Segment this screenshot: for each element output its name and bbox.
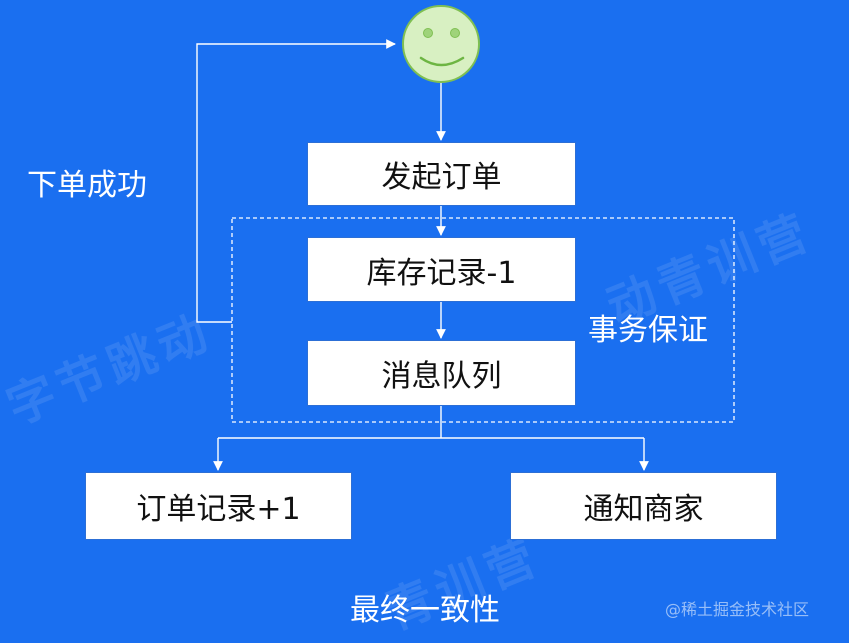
- transaction-boundary: [231, 217, 735, 423]
- node-notify-merchant: 通知商家: [510, 472, 777, 540]
- node-notify-merchant-label: 通知商家: [583, 492, 704, 527]
- node-message-queue-label: 消息队列: [381, 359, 502, 394]
- label-eventual-consistency: 最终一致性: [350, 593, 500, 628]
- label-transaction-guarantee: 事务保证: [588, 313, 708, 348]
- node-inventory-record: 库存记录-1: [307, 237, 576, 302]
- node-initiate-order-label: 发起订单: [381, 160, 502, 195]
- user-smiley-icon: [402, 5, 480, 83]
- node-message-queue: 消息队列: [307, 340, 576, 406]
- node-order-record: 订单记录+1: [85, 472, 352, 540]
- feedback-arrow: [196, 39, 396, 323]
- node-order-record-label: 订单记录+1: [136, 492, 301, 527]
- node-initiate-order: 发起订单: [307, 142, 576, 206]
- node-inventory-record-label: 库存记录-1: [366, 255, 517, 291]
- label-order-success: 下单成功: [27, 168, 147, 203]
- credit-text: @稀土掘金技术社区: [665, 600, 810, 619]
